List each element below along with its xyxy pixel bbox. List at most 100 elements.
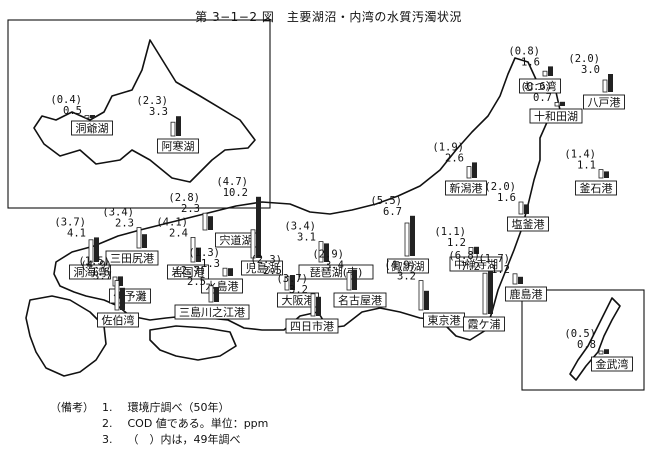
value-49-label: (0.6) [520, 81, 552, 93]
site-label: 中禅寺湖 [454, 257, 498, 271]
site-label: 諏訪湖 [392, 259, 425, 273]
bar-50 [90, 115, 95, 118]
site-label: 水島港 [206, 279, 239, 293]
site-label: 岩国港 [172, 265, 205, 279]
value-49-label: (0.4) [50, 94, 82, 106]
bar-50 [488, 270, 493, 314]
bar-50 [256, 196, 261, 258]
value-50-label: 1.6 [521, 56, 540, 68]
site-label: 塩釜港 [512, 217, 545, 231]
bar-49 [222, 267, 228, 277]
value-49-label: (2.0) [484, 181, 516, 193]
site-label-box [449, 256, 503, 272]
note-item: 2. COD 値である。単位：ppm [102, 416, 268, 432]
bar-49 [466, 166, 472, 179]
bar-49 [482, 272, 488, 315]
bar-49 [598, 350, 604, 355]
value-49-label: (1.3) [188, 247, 220, 259]
bar-50 [410, 215, 415, 256]
bar-49 [310, 293, 316, 317]
bar-49 [114, 280, 120, 311]
value-50-label: 2.6 [445, 152, 464, 164]
bar-50 [324, 243, 329, 262]
bar-49 [598, 169, 604, 179]
site-label-box [445, 180, 487, 196]
bar-49 [346, 272, 352, 291]
bar-50 [208, 216, 213, 230]
value-50-label: 2.4 [169, 227, 188, 239]
site-label: 佐伯湾 [102, 313, 135, 327]
bar-49 [284, 275, 290, 291]
site-label: 児島湖 [246, 261, 279, 275]
value-49-label: (2.0) [568, 53, 600, 65]
value-50-label: 3.4 [325, 260, 344, 272]
value-49-label: (3.4) [284, 221, 316, 233]
value-50-label: 4.1 [67, 227, 86, 239]
value-50-label: 0.8 [577, 339, 596, 351]
value-50-label: 2.3 [181, 203, 200, 215]
value-50-label: 3.3 [149, 106, 168, 118]
value-49-label: (2.3) [250, 254, 282, 266]
bar-layer: (0.4)0.5洞爺湖(2.3)3.3阿寒湖(0.8)1.6むつ湾(2.0)3.… [50, 45, 633, 372]
bar-50 [228, 268, 233, 276]
value-50-label: 2.3 [115, 218, 134, 230]
value-50-label: 3.2 [289, 284, 308, 296]
bar-49 [468, 246, 474, 255]
site-label-box [97, 312, 139, 328]
bar-50 [604, 171, 609, 178]
value-49-label: (1.1) [434, 226, 466, 238]
value-50-label: 1.2 [447, 237, 466, 249]
site-label-box [463, 316, 505, 332]
value-49-label: (4.9) [80, 260, 112, 272]
bar-50 [214, 287, 219, 302]
okinawa-inset [521, 289, 645, 391]
site-label: 霞ケ浦 [468, 318, 501, 331]
site-label-box [174, 304, 250, 320]
value-49-label: (2.3) [136, 95, 168, 107]
site-label: 洞爺湖 [76, 121, 109, 135]
site-label-box [69, 264, 111, 280]
bar-49 [418, 280, 424, 311]
bar-50 [548, 66, 553, 76]
bar-50 [560, 101, 565, 106]
site-label-box [575, 180, 617, 196]
bar-49 [84, 115, 90, 119]
bar-50 [424, 290, 429, 310]
bar-50 [94, 237, 99, 262]
bar-50 [290, 275, 295, 290]
site-label: 四日市港 [290, 319, 334, 333]
bar-49 [318, 241, 324, 263]
bar-49 [190, 236, 196, 263]
value-50-label: 0.5 [63, 105, 82, 117]
bar-50 [608, 74, 613, 92]
value-50-label: 1.6 [497, 192, 516, 204]
site-label-box [105, 250, 159, 266]
value-50-label: 7.2 [461, 261, 480, 273]
value-49-label: (1.7) [478, 253, 510, 265]
bar-50 [120, 287, 125, 310]
value-49-label: (3.4) [102, 207, 134, 219]
value-49-label: (2.9) [312, 249, 344, 261]
value-49-label: (2.7) [174, 265, 206, 277]
bar-50 [472, 162, 477, 178]
value-49-label: (0.8) [508, 45, 540, 57]
note-item: 3. （ ）内は，49年調べ [102, 432, 241, 448]
site-label: 阿寒湖 [162, 139, 195, 153]
bar-49 [208, 285, 214, 303]
value-50-label: 3.1 [297, 232, 316, 244]
bar-50 [474, 246, 479, 254]
bar-49 [554, 102, 560, 107]
value-50-label: 2.5 [263, 265, 282, 277]
site-7: (2.0)1.6 塩釜港 [484, 181, 549, 232]
